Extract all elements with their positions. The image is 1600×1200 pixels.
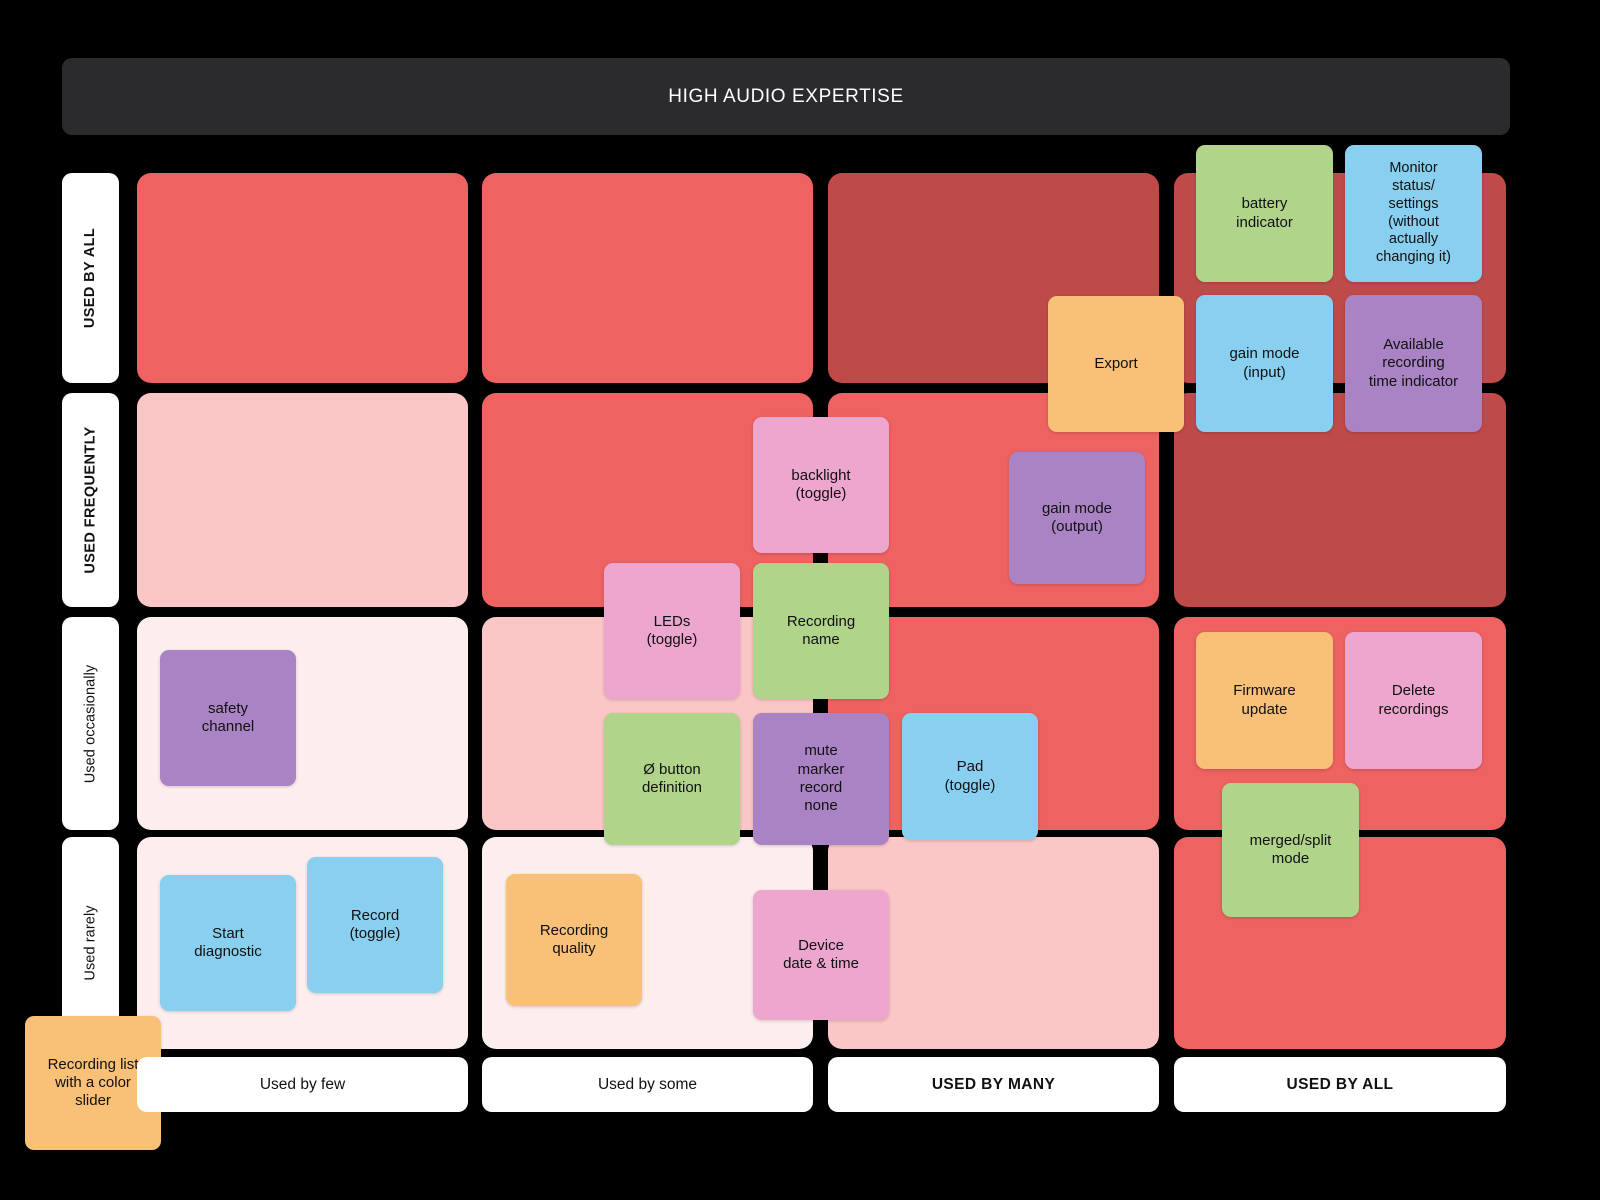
card-label: backlight (toggle) [791, 466, 851, 502]
card-label: merged/split mode [1249, 831, 1332, 867]
card-firmware-update[interactable]: Firmware update [1196, 632, 1333, 769]
card-backlight-toggle[interactable]: backlight (toggle) [753, 417, 889, 553]
card-delete-recordings[interactable]: Delete recordings [1345, 632, 1482, 769]
card-label: Monitor status/ settings (without actual… [1376, 160, 1451, 265]
column-label-2: USED BY MANY [828, 1057, 1159, 1112]
card-label: Export [1094, 354, 1138, 372]
column-label-text: USED BY ALL [1286, 1075, 1394, 1093]
card-label: Recording name [786, 612, 856, 648]
header-bar: HIGH AUDIO EXPERTISE [62, 58, 1510, 135]
page-title: HIGH AUDIO EXPERTISE [668, 85, 904, 107]
matrix-cell-r0-c0[interactable] [137, 173, 468, 383]
row-label-3: Used rarely [62, 837, 119, 1049]
matrix-cell-r0-c1[interactable] [482, 173, 813, 383]
column-label-text: Used by few [259, 1075, 346, 1093]
card-export[interactable]: Export [1048, 296, 1184, 432]
card-label: Recording quality [539, 921, 609, 957]
card-record-toggle[interactable]: Record (toggle) [307, 857, 443, 993]
card-label: Pad (toggle) [944, 758, 996, 794]
card-start-diagnostic[interactable]: Start diagnostic [160, 875, 296, 1011]
card-label: Start diagnostic [194, 924, 262, 960]
card-label: LEDs (toggle) [646, 612, 698, 648]
card-recording-quality[interactable]: Recording quality [506, 874, 642, 1006]
column-label-3: USED BY ALL [1174, 1057, 1506, 1112]
card-label: Delete recordings [1378, 682, 1449, 718]
card-label: Recording list with a color slider [47, 1055, 139, 1110]
card-mute-marker-record-none[interactable]: mute marker record none [753, 713, 889, 845]
row-label-text: Used occasionally [82, 664, 99, 783]
card-label: Device date & time [783, 936, 859, 972]
card-label: Firmware update [1233, 682, 1296, 718]
row-label-0: USED BY ALL [62, 173, 119, 383]
card-recording-name[interactable]: Recording name [753, 563, 889, 699]
card-label: Record (toggle) [349, 906, 401, 942]
matrix-cell-r1-c0[interactable] [137, 393, 468, 607]
card-monitor-status-settings[interactable]: Monitor status/ settings (without actual… [1345, 145, 1482, 282]
card-o-button-definition[interactable]: Ø button definition [604, 713, 740, 845]
column-label-text: Used by some [597, 1075, 698, 1093]
card-label: gain mode (input) [1229, 345, 1300, 381]
row-label-2: Used occasionally [62, 617, 119, 830]
card-safety-channel[interactable]: safety channel [160, 650, 296, 786]
card-label: safety channel [201, 699, 255, 735]
card-label: Available recording time indicator [1368, 336, 1459, 390]
card-gain-mode-output[interactable]: gain mode (output) [1009, 452, 1145, 584]
column-label-text: USED BY MANY [931, 1075, 1056, 1093]
card-device-date-time[interactable]: Device date & time [753, 890, 889, 1020]
card-pad-toggle[interactable]: Pad (toggle) [902, 713, 1038, 840]
row-label-text: USED BY ALL [82, 227, 99, 329]
card-leds-toggle[interactable]: LEDs (toggle) [604, 563, 740, 699]
row-label-1: USED FREQUENTLY [62, 393, 119, 607]
card-label: gain mode (output) [1041, 499, 1113, 535]
card-battery-indicator[interactable]: battery indicator [1196, 145, 1333, 282]
card-label: battery indicator [1236, 195, 1293, 231]
card-merged-split-mode[interactable]: merged/split mode [1222, 783, 1359, 917]
card-label: mute marker record none [797, 742, 845, 815]
card-label: Ø button definition [641, 760, 703, 796]
row-label-text: USED FREQUENTLY [82, 426, 99, 574]
card-available-recording-time[interactable]: Available recording time indicator [1345, 295, 1482, 432]
column-label-0: Used by few [137, 1057, 468, 1112]
column-label-1: Used by some [482, 1057, 813, 1112]
card-gain-mode-input[interactable]: gain mode (input) [1196, 295, 1333, 432]
row-label-text: Used rarely [82, 905, 99, 981]
